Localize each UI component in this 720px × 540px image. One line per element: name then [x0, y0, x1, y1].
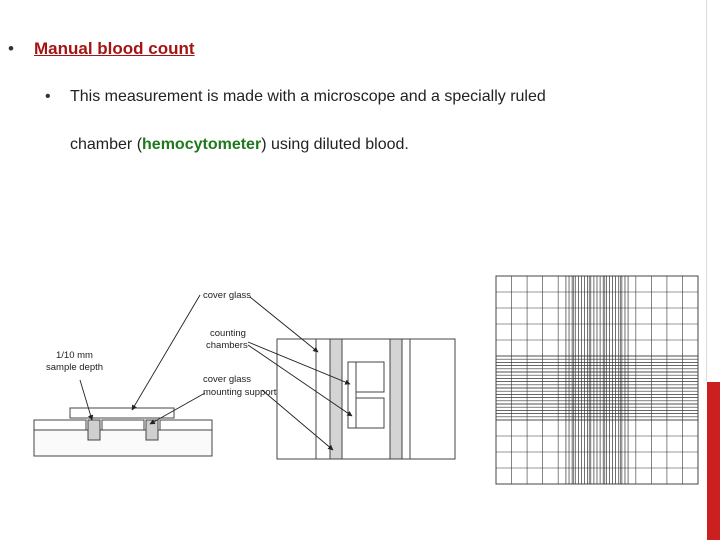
leader-cover-glass-top	[249, 296, 319, 353]
label-support-2: mounting support	[203, 387, 277, 398]
counting-grid	[495, 275, 699, 485]
bullet-1: •	[8, 39, 14, 58]
slide-platforms	[33, 419, 213, 430]
label-chambers: chambers	[206, 340, 248, 351]
support-right	[389, 338, 403, 460]
label-cover-glass: cover glass	[203, 290, 251, 301]
body-line-2: chamber (hemocytometer) using diluted bl…	[70, 136, 409, 154]
leader-lines	[79, 294, 353, 451]
label-counting: counting	[210, 328, 246, 339]
leader-support-side	[149, 392, 206, 425]
leader-chamber-upper	[247, 341, 351, 385]
slide-top	[276, 338, 456, 460]
body-line-1: This measurement is made with a microsco…	[70, 88, 546, 105]
label-support-1: cover glass	[203, 374, 251, 385]
right-divider	[706, 0, 707, 382]
groove-left	[87, 419, 101, 441]
leader-support-top	[261, 389, 334, 451]
support-left	[329, 338, 343, 460]
top-view	[276, 338, 456, 460]
leader-cover-glass-side	[131, 294, 201, 411]
body-line-2-suffix: ) using diluted blood.	[261, 136, 409, 153]
label-depth-text: sample depth	[46, 362, 103, 373]
leader-chamber-lower	[247, 344, 353, 417]
accent-bar	[707, 382, 720, 540]
cover-glass-side	[69, 407, 175, 419]
bullet-2: •	[45, 88, 51, 105]
cover-glass-top	[315, 338, 411, 460]
body-line-2-prefix: chamber (	[70, 136, 143, 153]
hemocytometer-term: hemocytometer	[142, 136, 262, 153]
side-view	[33, 407, 213, 457]
slide-heading[interactable]: Manual blood count	[34, 39, 195, 58]
slide-base	[33, 429, 213, 457]
label-depth-value: 1/10 mm	[56, 350, 93, 361]
leader-depth	[79, 379, 94, 421]
